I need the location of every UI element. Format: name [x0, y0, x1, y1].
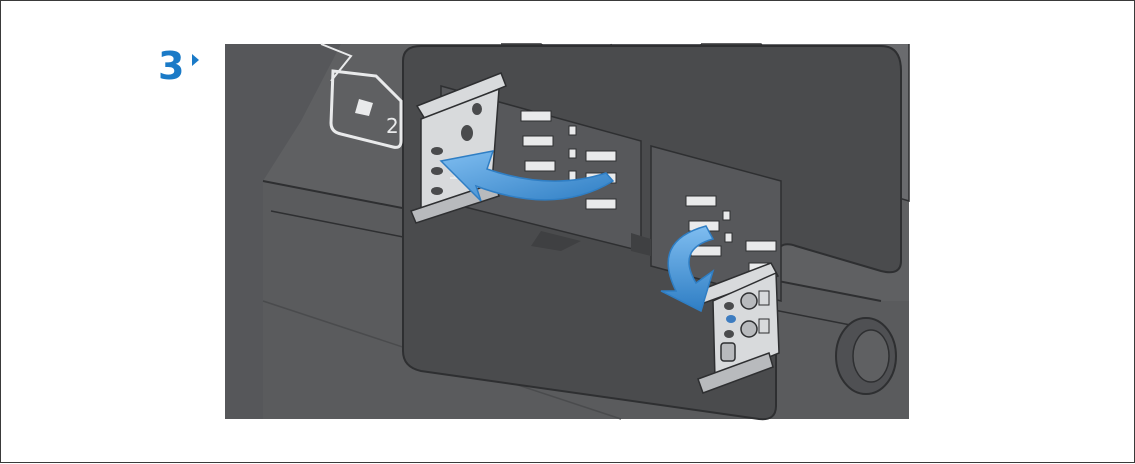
step-indicator: 3	[158, 44, 200, 88]
chevron-right-icon	[192, 54, 200, 66]
sim-slot-icon: 2	[329, 69, 403, 149]
sim-tray-right	[696, 262, 780, 394]
sim-contacts-left	[520, 110, 617, 210]
curved-arrow-down-icon	[660, 225, 715, 313]
curved-arrow-icon	[439, 150, 615, 202]
sim-slot-label: 2	[386, 114, 399, 138]
step-number: 3	[158, 44, 185, 88]
